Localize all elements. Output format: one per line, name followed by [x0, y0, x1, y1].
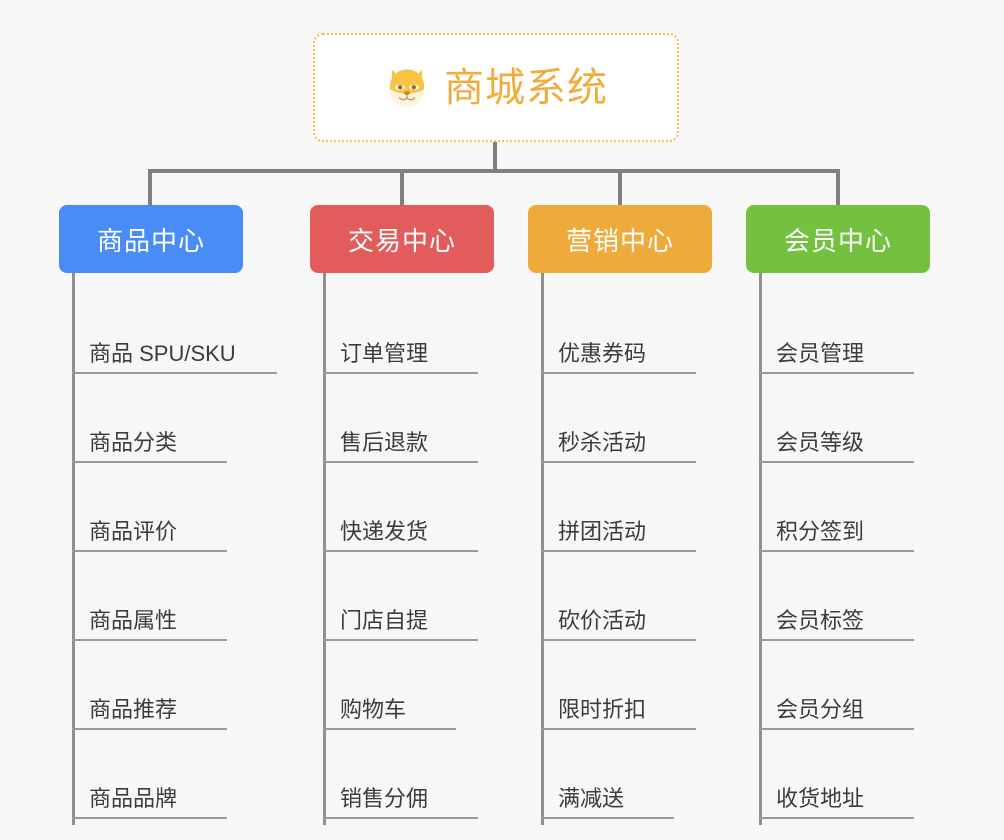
leaf-item-label: 优惠券码: [558, 340, 647, 366]
leaf-item[interactable]: 砍价活动: [528, 552, 712, 641]
leaf-item-underline: [759, 728, 914, 730]
leaf-item-underline: [759, 550, 914, 552]
leaf-item[interactable]: 商品 SPU/SKU: [59, 285, 277, 374]
leaf-item-underline: [72, 550, 227, 552]
leaf-item[interactable]: 优惠券码: [528, 285, 712, 374]
leaf-item-label: 销售分佣: [340, 785, 429, 811]
leaf-item-underline: [541, 461, 696, 463]
leaf-item-label: 商品评价: [89, 518, 178, 544]
leaf-item-underline: [323, 817, 478, 819]
category-column: 营销中心优惠券码秒杀活动拼团活动砍价活动限时折扣满减送: [528, 205, 712, 825]
category-header[interactable]: 商品中心: [59, 205, 243, 273]
leaf-item-underline: [541, 639, 696, 641]
category-header[interactable]: 会员中心: [746, 205, 930, 273]
leaf-item[interactable]: 商品分类: [59, 374, 243, 463]
trunk-vertical-connector: [493, 142, 497, 171]
leaf-item[interactable]: 门店自提: [310, 552, 494, 641]
leaf-list: 商品 SPU/SKU 商品分类商品评价商品属性商品推荐商品品牌: [59, 273, 277, 825]
leaf-item-label: 限时折扣: [558, 696, 647, 722]
leaf-item-label: 商品分类: [89, 429, 178, 455]
leaf-item-underline: [72, 372, 277, 374]
leaf-item[interactable]: 购物车: [310, 641, 494, 730]
category-column: 商品中心商品 SPU/SKU 商品分类商品评价商品属性商品推荐商品品牌: [59, 205, 277, 825]
leaf-item-underline: [541, 372, 696, 374]
leaf-item-label: 会员等级: [776, 429, 865, 455]
leaf-item-underline: [323, 639, 478, 641]
leaf-item-label: 购物车: [340, 696, 407, 722]
leaf-item-underline: [759, 461, 914, 463]
leaf-item[interactable]: 售后退款: [310, 374, 494, 463]
leaf-item[interactable]: 快递发货: [310, 463, 494, 552]
leaf-item-label: 会员分组: [776, 696, 865, 722]
trunk-horizontal-connector: [148, 169, 840, 173]
category-column: 交易中心订单管理售后退款快递发货门店自提购物车销售分佣: [310, 205, 494, 825]
leaf-item-underline: [323, 461, 478, 463]
leaf-item-label: 收货地址: [776, 785, 865, 811]
leaf-item-underline: [72, 639, 227, 641]
leaf-item[interactable]: 会员管理: [746, 285, 930, 374]
leaf-item-label: 积分签到: [776, 518, 865, 544]
leaf-item-label: 会员标签: [776, 607, 865, 633]
leaf-item-label: 砍价活动: [558, 607, 647, 633]
leaf-list: 订单管理售后退款快递发货门店自提购物车销售分佣: [310, 273, 494, 825]
leaf-item-underline: [323, 728, 456, 730]
leaf-item[interactable]: 订单管理: [310, 285, 494, 374]
leaf-item-label: 售后退款: [340, 429, 429, 455]
leaf-item[interactable]: 秒杀活动: [528, 374, 712, 463]
leaf-spine-connector: [323, 273, 326, 825]
leaf-item-label: 商品 SPU/SKU: [89, 340, 236, 366]
leaf-item-underline: [759, 639, 914, 641]
shiba-dog-face-icon: [389, 68, 425, 107]
leaf-item-label: 快递发货: [340, 518, 429, 544]
leaf-item[interactable]: 会员等级: [746, 374, 930, 463]
leaf-item[interactable]: 积分签到: [746, 463, 930, 552]
leaf-item-underline: [541, 550, 696, 552]
leaf-item[interactable]: 商品属性: [59, 552, 243, 641]
leaf-item[interactable]: 收货地址: [746, 730, 930, 819]
leaf-item-label: 满减送: [558, 785, 625, 811]
leaf-spine-connector: [759, 273, 762, 825]
leaf-item-label: 商品属性: [89, 607, 178, 633]
branch-drop-connector-4: [836, 169, 840, 205]
leaf-item[interactable]: 会员标签: [746, 552, 930, 641]
leaf-item-underline: [323, 372, 478, 374]
root-node[interactable]: 商城系统: [313, 33, 679, 142]
leaf-item[interactable]: 商品评价: [59, 463, 243, 552]
leaf-spine-connector: [72, 273, 75, 825]
leaf-item[interactable]: 销售分佣: [310, 730, 494, 819]
leaf-item-label: 会员管理: [776, 340, 865, 366]
leaf-item-underline: [759, 372, 914, 374]
leaf-item-underline: [72, 461, 227, 463]
branch-drop-connector-2: [400, 169, 404, 205]
leaf-item-underline: [72, 817, 227, 819]
category-header[interactable]: 交易中心: [310, 205, 494, 273]
leaf-item-label: 订单管理: [340, 340, 429, 366]
leaf-item-underline: [541, 817, 674, 819]
leaf-item-label: 商品品牌: [89, 785, 178, 811]
leaf-item-label: 商品推荐: [89, 696, 178, 722]
leaf-item-underline: [541, 728, 696, 730]
leaf-item-underline: [323, 550, 478, 552]
leaf-item-label: 秒杀活动: [558, 429, 647, 455]
leaf-item[interactable]: 限时折扣: [528, 641, 712, 730]
category-header[interactable]: 营销中心: [528, 205, 712, 273]
branch-drop-connector-1: [148, 169, 152, 205]
root-title: 商城系统: [444, 65, 608, 110]
leaf-item[interactable]: 会员分组: [746, 641, 930, 730]
leaf-item-underline: [72, 728, 227, 730]
leaf-item[interactable]: 商品推荐: [59, 641, 243, 730]
leaf-item-label: 门店自提: [340, 607, 429, 633]
leaf-item[interactable]: 满减送: [528, 730, 712, 819]
leaf-item[interactable]: 商品品牌: [59, 730, 243, 819]
branch-drop-connector-3: [618, 169, 622, 205]
leaf-spine-connector: [541, 273, 544, 825]
leaf-item-label: 拼团活动: [558, 518, 647, 544]
leaf-list: 会员管理会员等级积分签到会员标签会员分组收货地址: [746, 273, 930, 825]
leaf-item-underline: [759, 817, 914, 819]
leaf-item[interactable]: 拼团活动: [528, 463, 712, 552]
category-column: 会员中心会员管理会员等级积分签到会员标签会员分组收货地址: [746, 205, 930, 825]
leaf-list: 优惠券码秒杀活动拼团活动砍价活动限时折扣满减送: [528, 273, 712, 825]
